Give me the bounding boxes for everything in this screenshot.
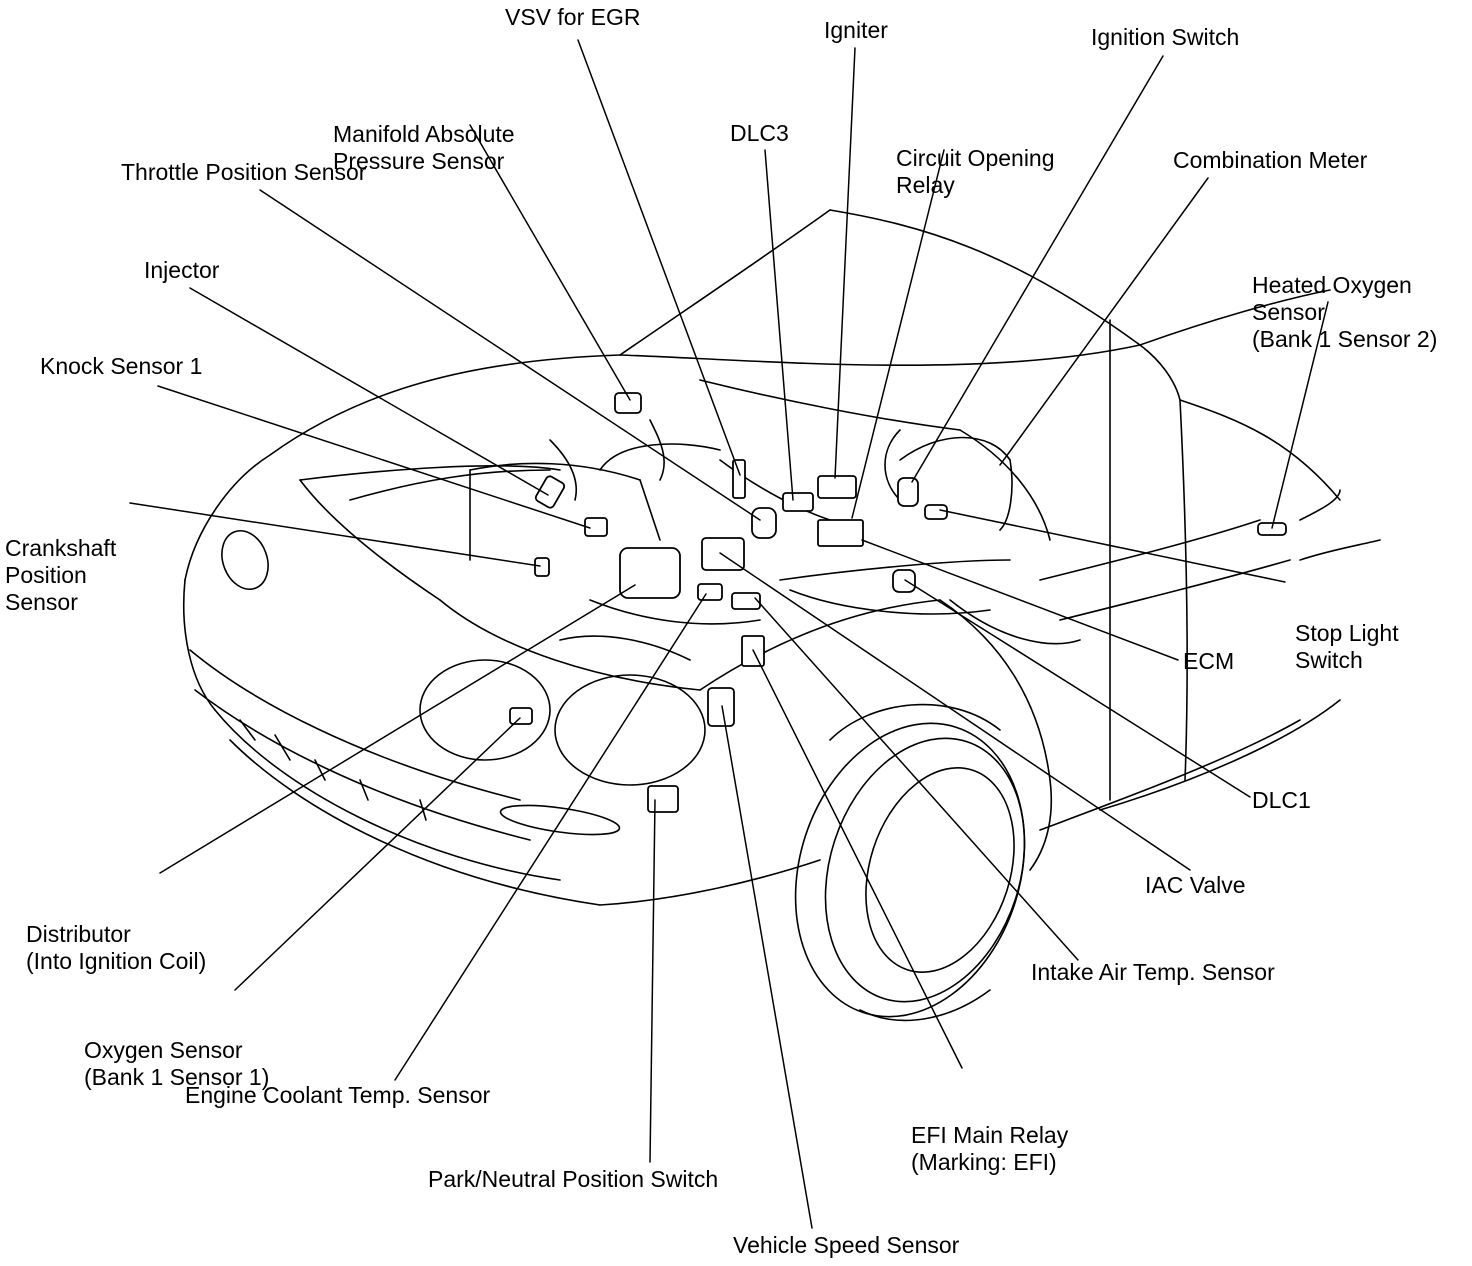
oxygen-sensor-part xyxy=(509,707,533,725)
components xyxy=(509,392,1287,813)
label-intake-air-temp-sensor: Intake Air Temp. Sensor xyxy=(1031,959,1275,985)
crankshaft-sensor-part xyxy=(534,557,550,577)
label-throttle-position-sensor: Throttle Position Sensor xyxy=(121,159,367,185)
distributor-part xyxy=(619,547,681,599)
ecm-part xyxy=(817,519,864,547)
stop-light-switch-part xyxy=(924,504,948,520)
pnp-switch-part xyxy=(647,785,679,813)
label-dlc3: DLC3 xyxy=(730,120,789,146)
label-engine-coolant-temp-sensor: Engine Coolant Temp. Sensor xyxy=(185,1082,491,1108)
label-park-neutral-switch: Park/Neutral Position Switch xyxy=(428,1166,719,1192)
label-efi-main-relay: EFI Main Relay(Marking: EFI) xyxy=(911,1122,1069,1175)
label-oxygen-sensor: Oxygen Sensor(Bank 1 Sensor 1) xyxy=(84,1037,270,1090)
label-ignition-switch: Ignition Switch xyxy=(1091,24,1240,50)
iac-valve-part xyxy=(751,507,777,539)
dlc3-part xyxy=(782,492,814,512)
vss-part xyxy=(707,687,735,727)
ect-sensor-part xyxy=(697,583,723,601)
car-body-outline xyxy=(182,209,1381,906)
label-vsv-egr: VSV for EGR xyxy=(505,4,641,30)
label-injector: Injector xyxy=(144,257,220,283)
ignition-switch-part xyxy=(897,477,919,507)
label-distributor: Distributor(Into Ignition Coil) xyxy=(26,921,207,974)
label-knock-sensor: Knock Sensor 1 xyxy=(40,353,203,379)
label-vehicle-speed-sensor: Vehicle Speed Sensor xyxy=(733,1232,960,1258)
label-iac-valve: IAC Valve xyxy=(1145,872,1246,898)
vsv-egr-part xyxy=(732,459,746,499)
label-igniter: Igniter xyxy=(824,17,888,43)
dlc1-part xyxy=(892,569,916,593)
leader-lines xyxy=(129,39,1329,1229)
label-ecm: ECM xyxy=(1183,648,1235,674)
front-wheel xyxy=(794,703,1026,1022)
igniter-part xyxy=(817,475,857,499)
map-sensor-part xyxy=(614,392,642,414)
label-combination-meter: Combination Meter xyxy=(1173,147,1368,173)
label-dlc1: DLC1 xyxy=(1252,787,1311,813)
injector-part xyxy=(534,475,566,509)
heated-oxygen-sensor-part xyxy=(1257,522,1287,536)
iat-sensor-part xyxy=(731,592,761,610)
